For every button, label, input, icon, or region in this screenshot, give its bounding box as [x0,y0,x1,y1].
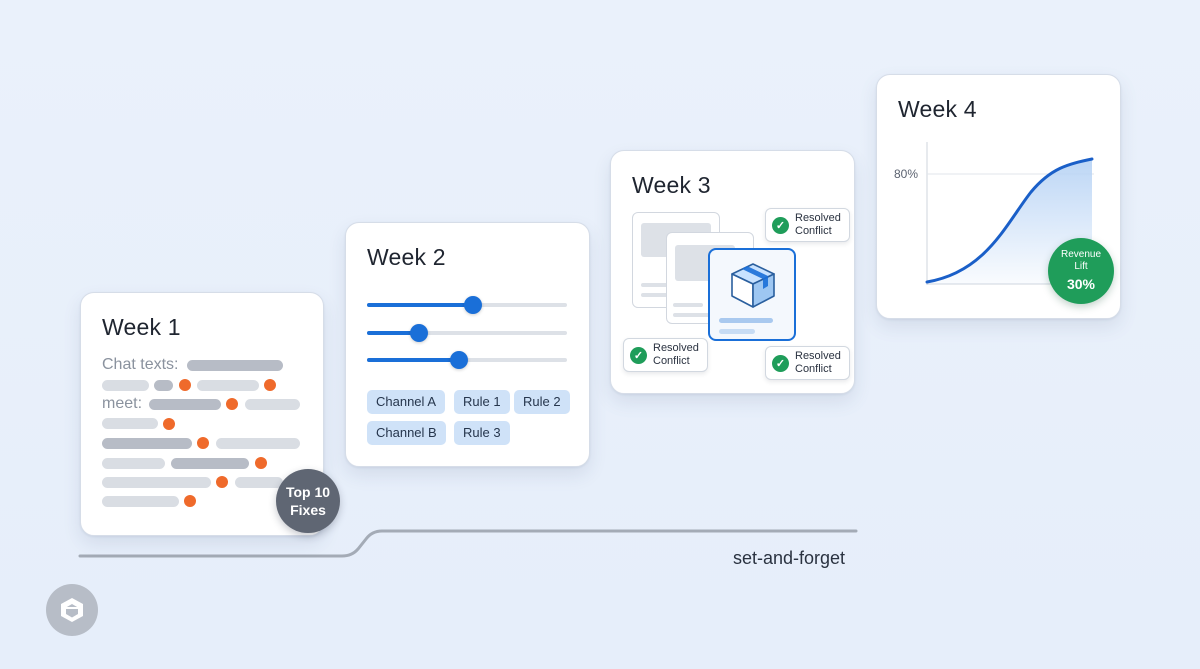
text-bar [154,380,173,391]
tick-label-80: 80% [894,167,919,181]
resolved-conflict-tag: ✓ Resolved Conflict [765,208,850,242]
slider-knob [450,351,468,369]
checkmark-icon: ✓ [772,354,789,372]
chip-rule-2: Rule 2 [514,390,570,414]
highlight-dot [226,398,238,410]
resolved-line2: Conflict [795,363,832,375]
highlight-dot [197,437,209,449]
top-fixes-badge: Top 10 Fixes [276,469,340,533]
text-bar [197,380,259,391]
slider-fill [367,303,473,307]
revenue-lift-badge: Revenue Lift 30% [1048,238,1114,304]
text-bar [216,438,300,449]
slider-knob [410,324,428,342]
tagline: set-and-forget [733,548,846,568]
text-bar [187,360,283,371]
package-card [708,248,796,341]
slider-knob [464,296,482,314]
checkmark-icon: ✓ [630,346,647,364]
text-bar [245,399,300,410]
week1-title: Week 1 [102,314,181,340]
slider-fill [367,358,459,362]
text-bar [102,438,192,449]
lift-value: 30% [1066,276,1096,292]
lift-line2: Lift [1074,261,1088,272]
week4-title: Week 4 [898,96,977,122]
text-bar [149,399,221,410]
text-bar [102,477,211,488]
text-bar [102,458,165,469]
highlight-dot [255,457,267,469]
package-icon [731,263,775,308]
highlight-dot [179,379,191,391]
slider-track [367,331,567,335]
resolved-line2: Conflict [653,355,690,367]
revenue-curve [925,157,1094,284]
logo-icon [61,598,83,622]
resolved-conflict-tag: ✓ Resolved Conflict [765,346,850,380]
resolved-line2: Conflict [795,225,832,237]
highlight-dot [216,476,228,488]
week2-title: Week 2 [367,244,446,270]
resolved-line1: Resolved [795,212,841,224]
resolved-line1: Resolved [653,342,699,354]
lift-line1: Revenue [1060,249,1102,260]
text-bar [102,418,158,429]
checkmark-icon: ✓ [772,216,789,234]
text-bar [102,496,179,507]
top-fixes-line1: Top 10 [285,484,331,500]
chip-rule-3: Rule 3 [454,421,510,445]
chip-channel-a: Channel A [367,390,445,414]
highlight-dot [184,495,196,507]
chat-texts-label: Chat texts: [102,356,179,373]
resolved-line1: Resolved [795,350,841,362]
highlight-dot [264,379,276,391]
text-bar [171,458,249,469]
chip-rule-1: Rule 1 [454,390,510,414]
brand-logo [46,584,98,636]
chip-channel-b: Channel B [367,421,446,445]
week3-title: Week 3 [632,172,711,198]
resolved-conflict-tag: ✓ Resolved Conflict [623,338,708,372]
slider-fill [367,331,419,335]
text-bar [102,380,149,391]
highlight-dot [163,418,175,430]
curve-area [927,159,1092,284]
top-fixes-line2: Fixes [290,502,326,518]
meet-label: meet: [102,395,143,412]
text-bar [235,477,283,488]
